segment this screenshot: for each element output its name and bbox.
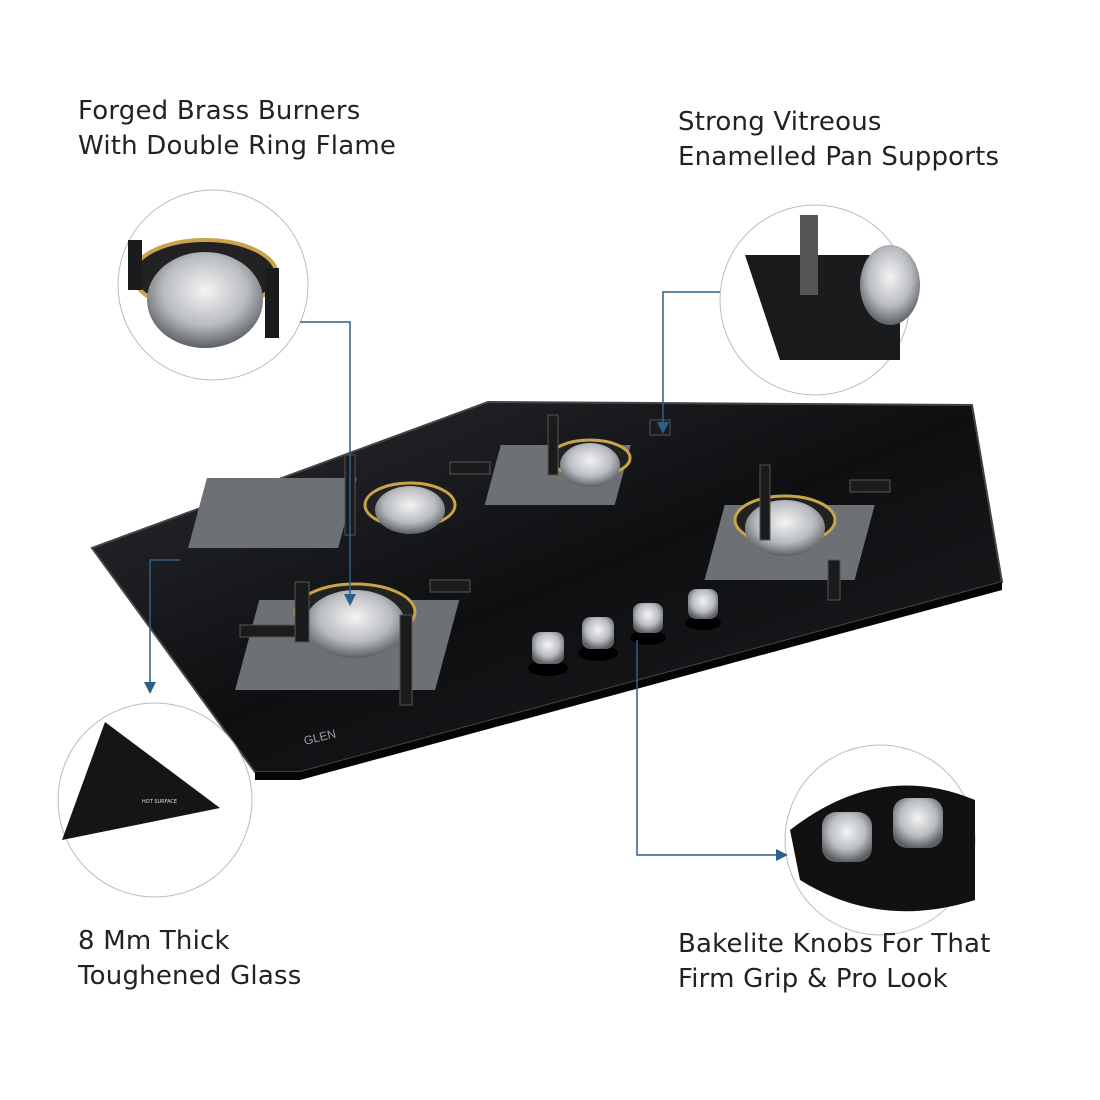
detail-burner-closeup — [117, 189, 309, 381]
detail-knob-closeup — [784, 744, 976, 936]
burner — [704, 494, 875, 580]
detail-glass-edge-closeup: HOT SURFACE — [57, 702, 253, 898]
feature-bakelite-knobs: Bakelite Knobs For That Firm Grip & Pro … — [678, 927, 991, 997]
detail-pan-support-closeup — [719, 204, 920, 396]
feature-brass-burners: Forged Brass Burners With Double Ring Fl… — [78, 94, 396, 164]
hot-surface-label: HOT SURFACE — [142, 799, 177, 805]
feature-pan-supports: Strong Vitreous Enamelled Pan Supports — [678, 105, 999, 175]
feature-line: With Double Ring Flame — [78, 131, 397, 161]
callout-lines — [144, 291, 788, 861]
burner — [188, 478, 457, 548]
pan-supports — [239, 414, 891, 706]
feature-line: Enamelled Pan Supports — [678, 142, 1000, 172]
feature-toughened-glass: 8 Mm Thick Toughened Glass — [78, 924, 301, 994]
feature-line: Firm Grip & Pro Look — [678, 964, 948, 994]
control-knobs — [528, 589, 721, 676]
feature-line: Forged Brass Burners — [78, 96, 361, 126]
feature-line: 8 Mm Thick — [78, 926, 230, 956]
feature-line: Toughened Glass — [78, 961, 302, 991]
feature-line: Strong Vitreous — [678, 107, 882, 137]
feature-line: Bakelite Knobs For That — [678, 929, 991, 959]
